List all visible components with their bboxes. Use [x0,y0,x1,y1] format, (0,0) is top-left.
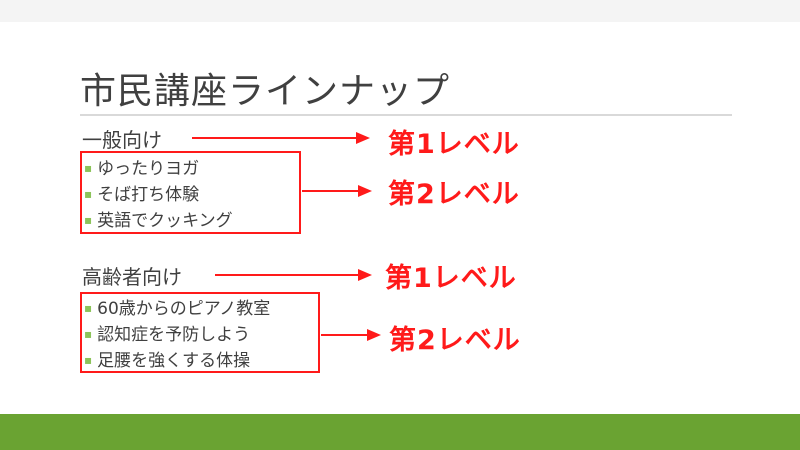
level2-label: 第2レベル [388,179,520,210]
list-item: ▪ ゆったりヨガ [84,154,199,179]
title-divider [80,114,732,116]
list-item: ▪ 60歳からのピアノ教室 [84,294,270,319]
level2-box-seniors [80,292,320,373]
list-item-label: ゆったりヨガ [97,159,200,179]
level1-label: 第1レベル [385,263,517,294]
list-item: ▪ 足腰を強くする体操 [84,346,250,371]
list-item: ▪ 英語でクッキング [84,206,233,231]
level1-label: 第1レベル [388,129,520,160]
list-item-label: 認知症を予防しよう [97,325,251,345]
arrow-icon-level1-general [192,132,370,144]
list-item-label: 60歳からのピアノ教室 [97,299,271,319]
level2-box-general [80,151,301,234]
bullet-icon: ▪ [84,327,93,341]
level1-heading-seniors: 高齢者向け [82,265,182,289]
level2-label: 第2レベル [389,325,521,356]
arrow-icon-level1-seniors [215,269,372,281]
arrow-icon-level2-general [302,185,372,197]
arrow-icon-level2-seniors [321,329,381,341]
slide-title: 市民講座ラインナップ [80,71,451,112]
list-item-label: 英語でクッキング [97,211,233,231]
bullet-icon: ▪ [84,213,93,227]
bullet-icon: ▪ [84,161,93,175]
level1-heading-general: 一般向け [82,128,162,152]
top-band [0,0,800,22]
list-item: ▪ 認知症を予防しよう [84,320,250,345]
bullet-icon: ▪ [84,301,93,315]
list-item-label: 足腰を強くする体操 [97,351,251,371]
list-item-label: そば打ち体験 [97,185,200,205]
bullet-icon: ▪ [84,353,93,367]
bottom-band [0,414,800,450]
list-item: ▪ そば打ち体験 [84,180,199,205]
bullet-icon: ▪ [84,187,93,201]
